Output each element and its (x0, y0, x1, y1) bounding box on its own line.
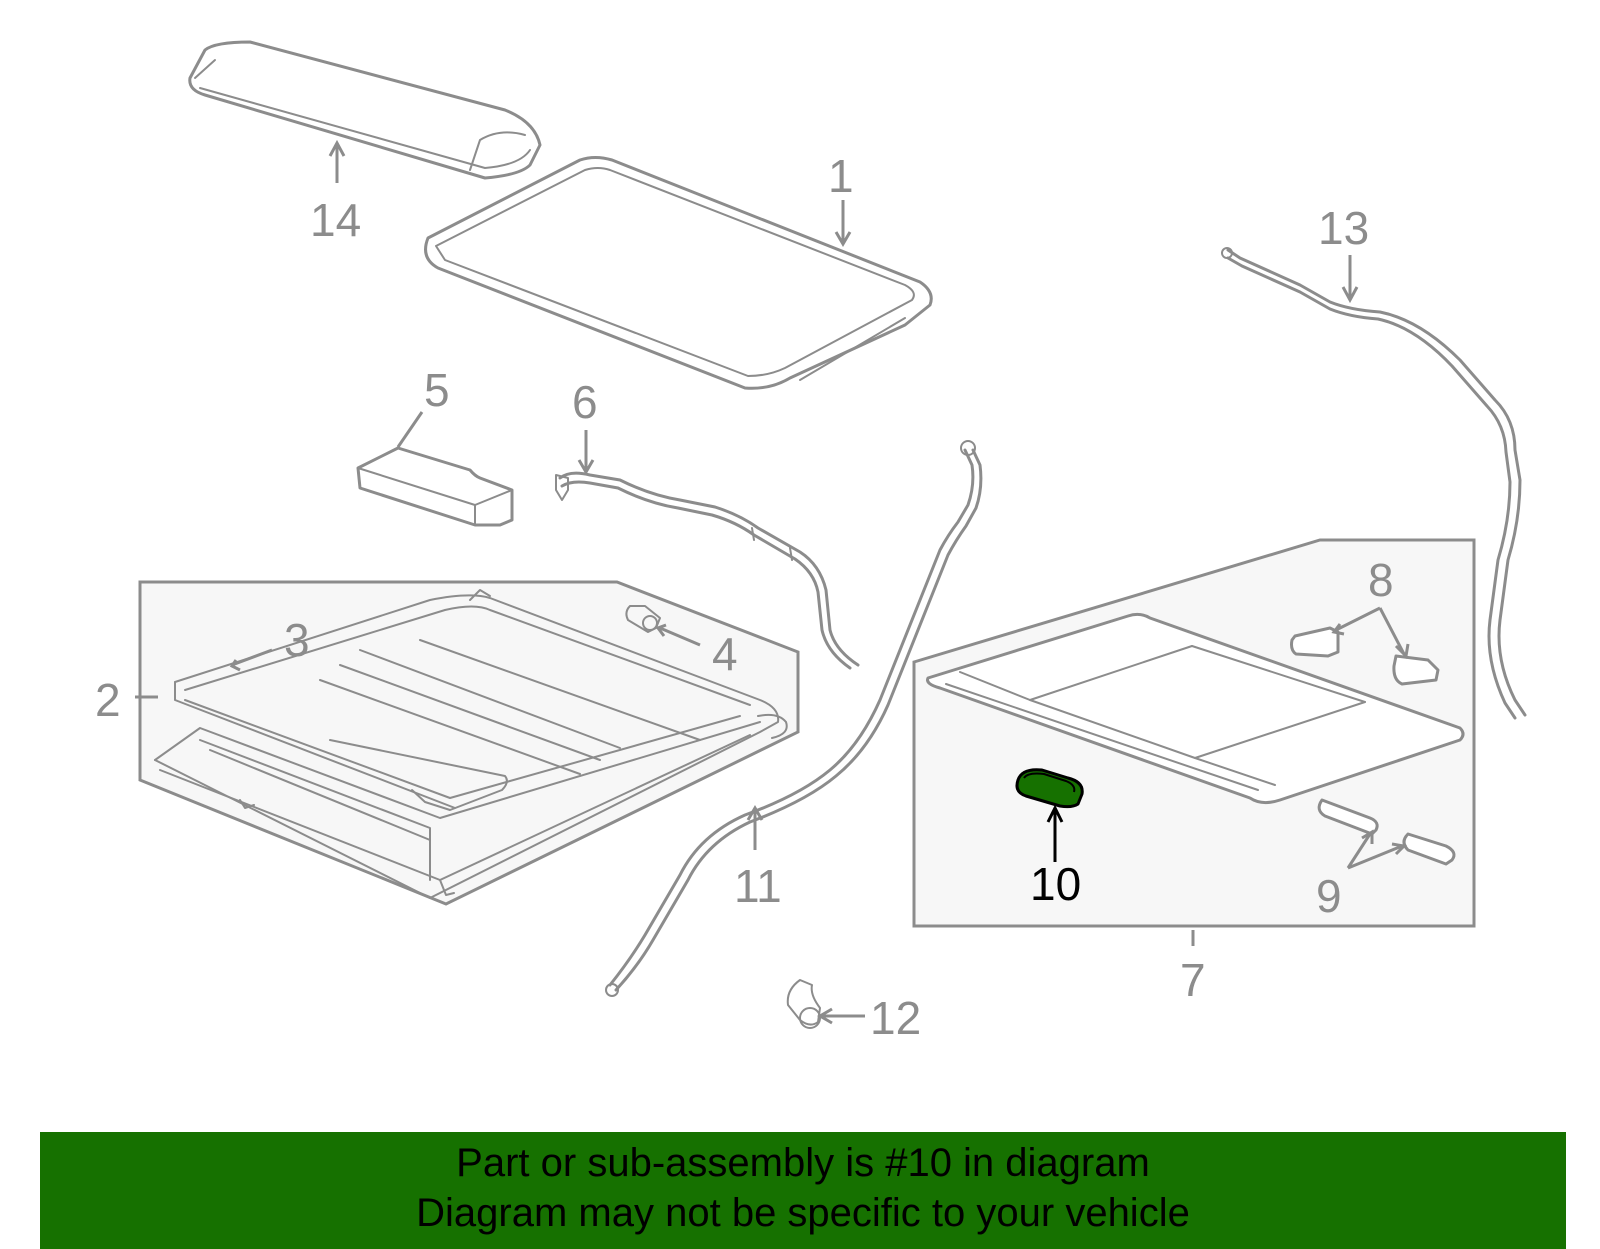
callout-10: 10 (1030, 858, 1081, 910)
part-2-frame-assembly[interactable] (154, 589, 788, 899)
part-9-pins[interactable] (1317, 798, 1456, 866)
part-10-highlighted[interactable] (1015, 768, 1084, 809)
part-14-deflector[interactable] (188, 40, 542, 180)
part-4-motor[interactable] (625, 605, 661, 633)
callout-labels: 1 2 3 4 5 6 7 8 9 10 11 12 13 14 (95, 150, 1394, 1044)
banner-line-1: Part or sub-assembly is #10 in diagram (456, 1141, 1150, 1185)
part-12-clip[interactable] (786, 979, 821, 1029)
callout-3: 3 (284, 614, 310, 666)
parts-diagram: 1 2 3 4 5 6 7 8 9 10 11 12 13 14 (95, 40, 1527, 1044)
callout-4: 4 (712, 628, 738, 680)
callout-1: 1 (828, 150, 854, 202)
callout-11: 11 (734, 860, 782, 912)
part-7-sunshade[interactable] (926, 612, 1465, 805)
callout-5: 5 (424, 364, 450, 416)
leader-lines (135, 139, 1410, 1025)
callout-6: 6 (572, 376, 598, 428)
part-6-drain-hose[interactable] (555, 471, 860, 670)
callout-14: 14 (310, 194, 361, 246)
part-11-drain-hose[interactable] (605, 440, 983, 997)
callout-8: 8 (1368, 554, 1394, 606)
callout-13: 13 (1318, 202, 1369, 254)
part-1-glass-panel[interactable] (424, 156, 933, 390)
part-8-guides[interactable] (1290, 626, 1440, 686)
part-5-bracket[interactable] (356, 446, 514, 527)
callout-2: 2 (95, 674, 121, 726)
callout-12: 12 (870, 992, 921, 1044)
callout-9: 9 (1316, 870, 1342, 922)
callout-7: 7 (1180, 954, 1206, 1006)
info-banner: Part or sub-assembly is #10 in diagram D… (40, 1132, 1566, 1249)
part-13-drain-hose[interactable] (1221, 247, 1527, 720)
banner-line-2: Diagram may not be specific to your vehi… (416, 1191, 1190, 1235)
